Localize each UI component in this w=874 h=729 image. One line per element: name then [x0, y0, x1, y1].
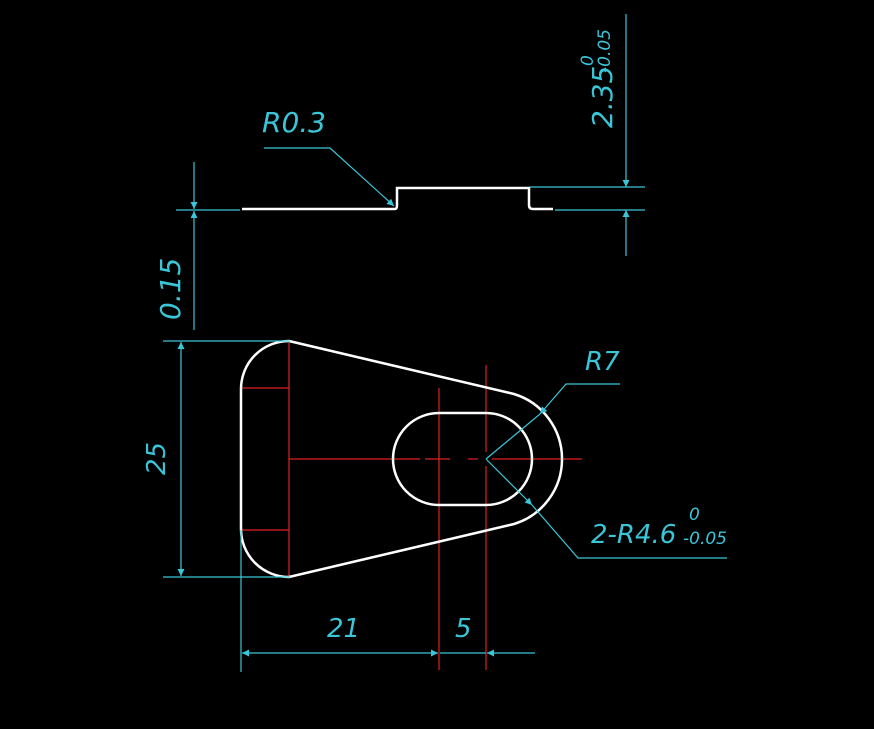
svg-text:-0.05: -0.05	[595, 29, 615, 73]
front-dimensions	[163, 340, 727, 672]
side-profile	[242, 186, 553, 211]
svg-text:0.15: 0.15	[154, 258, 187, 320]
outer-radius-label: R7	[585, 347, 620, 377]
svg-text:2.35: 2.35	[586, 66, 619, 128]
thickness-dimension-label: 2.35 0 -0.05	[578, 29, 619, 128]
width-right-label: 5	[455, 614, 472, 644]
step-height-label: 0.15	[154, 258, 187, 320]
fillet-radius-label: R0.3	[262, 106, 326, 139]
side-dimensions	[176, 14, 645, 330]
width-left-label: 21	[327, 614, 360, 644]
svg-text:0: 0	[578, 55, 598, 66]
slot-outline	[391, 411, 534, 507]
svg-text:-0.05: -0.05	[683, 529, 727, 549]
svg-text:2-R4.6: 2-R4.6	[591, 520, 676, 550]
slot-radius-label: 2-R4.6 0 -0.05	[591, 505, 727, 550]
side-view	[242, 186, 553, 211]
svg-text:0: 0	[689, 505, 700, 525]
svg-text:25: 25	[142, 442, 172, 475]
centerlines	[242, 343, 582, 670]
height-label: 25	[142, 442, 172, 475]
